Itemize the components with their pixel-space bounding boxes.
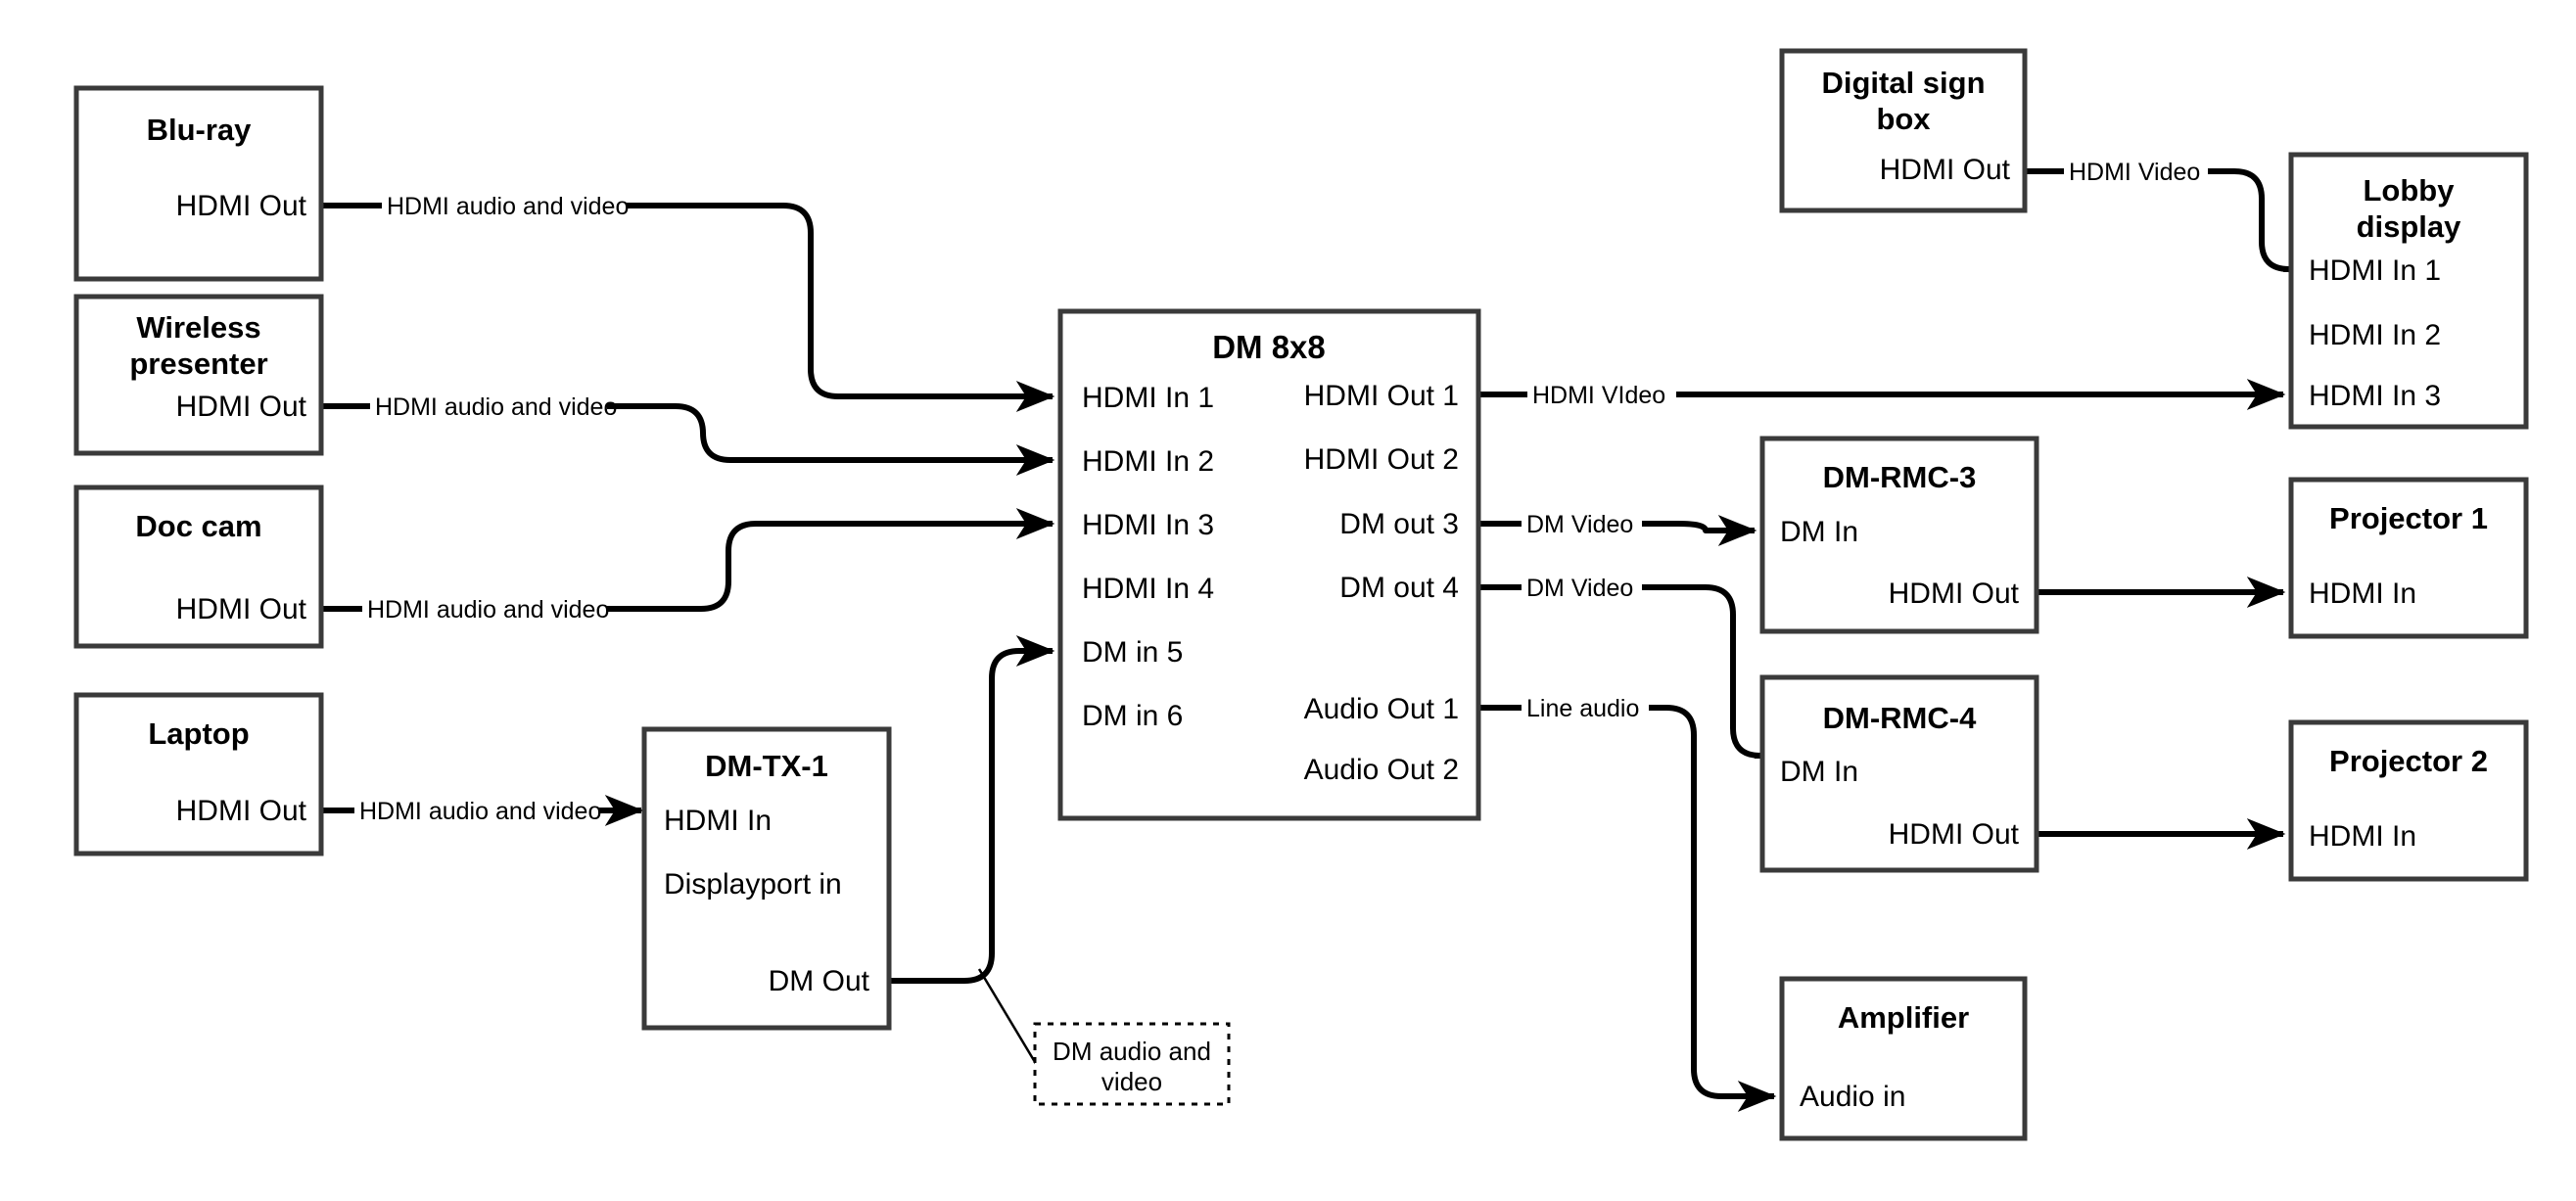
node-dm8x8-input-hdmi-in-2: HDMI In 2 [1082, 445, 1214, 478]
wire-bluray-to-hdmi-in-1 [321, 203, 1053, 396]
node-bluray[interactable]: Blu-ray HDMI Out [73, 85, 324, 282]
wire-audio-out-1-to-amplifier [1478, 705, 1774, 1096]
node-lobby-port-hdmi-in-2: HDMI In 2 [2309, 319, 2441, 351]
node-dm8x8-output-hdmi-out-1: HDMI Out 1 [1304, 380, 1459, 412]
node-bluray-port-hdmi-out: HDMI Out [176, 190, 307, 222]
node-dm8x8-output-audio-out-1: Audio Out 1 [1304, 693, 1459, 725]
node-laptop[interactable]: Laptop HDMI Out [73, 692, 324, 856]
node-dmrmc3-port-dm-in: DM In [1780, 516, 1858, 548]
edge-label-doccam: HDMI audio and video [367, 596, 609, 624]
node-doccam-port-hdmi-out: HDMI Out [176, 593, 307, 625]
node-lobby-title-line2: display [2357, 209, 2462, 244]
node-digital-sign-box[interactable]: Digital sign box HDMI Out [1779, 48, 2028, 213]
node-dmtx1-port-displayport-in: Displayport in [664, 868, 842, 901]
edge-label-hdmi-video-out1: HDMI VIdeo [1532, 382, 1665, 409]
node-amplifier[interactable]: Amplifier Audio in [1779, 976, 2028, 1141]
node-dm8x8-output-dm-out-3: DM out 3 [1339, 508, 1459, 540]
node-digitalsign-title-line2: box [1876, 102, 1931, 136]
node-wireless-title-line2: presenter [129, 346, 267, 381]
callout-text-line2: video [1101, 1067, 1162, 1096]
callout-text-line1: DM audio and [1053, 1037, 1211, 1066]
node-dmrmc4-title: DM-RMC-4 [1823, 701, 1977, 735]
node-dm-rmc-3[interactable]: DM-RMC-3 DM In HDMI Out [1759, 436, 2039, 634]
wire-doccam-to-hdmi-in-3 [321, 524, 1053, 612]
node-lobby-title-line1: Lobby [2364, 173, 2456, 208]
node-dm8x8-input-dm-in-6: DM in 6 [1082, 700, 1183, 732]
node-lobby-port-hdmi-in-3: HDMI In 3 [2309, 380, 2441, 412]
node-dm8x8-title: DM 8x8 [1212, 329, 1326, 365]
node-dmrmc4-port-hdmi-out: HDMI Out [1889, 818, 2020, 851]
wire-dm-out-3-to-rmc3-dm-in [1478, 524, 1755, 531]
wire-dm-out-4-to-rmc4-dm-in [1478, 584, 1760, 756]
node-dm-rmc-4[interactable]: DM-RMC-4 DM In HDMI Out [1759, 674, 2039, 873]
edge-label-laptop: HDMI audio and video [359, 798, 601, 825]
edge-label-dm-video-3: DM Video [1526, 511, 1633, 538]
node-dmrmc3-port-hdmi-out: HDMI Out [1889, 577, 2020, 610]
node-doc-cam[interactable]: Doc cam HDMI Out [73, 485, 324, 649]
node-dm8x8-output-hdmi-out-2: HDMI Out 2 [1304, 443, 1459, 476]
node-projector1-title: Projector 1 [2329, 501, 2488, 535]
node-lobby-port-hdmi-in-1: HDMI In 1 [2309, 254, 2441, 287]
node-dm-8x8[interactable]: DM 8x8 HDMI In 1 HDMI In 2 HDMI In 3 HDM… [1057, 308, 1481, 821]
node-dm8x8-input-dm-in-5: DM in 5 [1082, 636, 1183, 669]
node-projector2-port-hdmi-in: HDMI In [2309, 820, 2416, 853]
callout-dm-audio-and-video: DM audio and video [1033, 1022, 1231, 1106]
node-dm8x8-input-hdmi-in-4: HDMI In 4 [1082, 573, 1214, 605]
node-doccam-title: Doc cam [135, 509, 261, 543]
wire-digitalsign-to-lobby-hdmi-in-1 [2025, 168, 2289, 269]
node-wireless-port-hdmi-out: HDMI Out [176, 391, 307, 423]
node-dm8x8-input-hdmi-in-3: HDMI In 3 [1082, 509, 1214, 541]
node-dmtx1-title: DM-TX-1 [705, 749, 828, 783]
edge-label-line-audio: Line audio [1526, 695, 1639, 722]
node-dm-tx-1[interactable]: DM-TX-1 HDMI In Displayport in DM Out [641, 726, 892, 1031]
node-digitalsign-title-line1: Digital sign [1821, 66, 1985, 100]
node-dmtx1-port-hdmi-in: HDMI In [664, 805, 772, 837]
node-digitalsign-port-hdmi-out: HDMI Out [1880, 154, 2011, 186]
node-bluray-title: Blu-ray [147, 113, 253, 147]
node-projector-2[interactable]: Projector 2 HDMI In [2288, 719, 2529, 882]
node-dmtx1-port-dm-out: DM Out [769, 965, 870, 997]
edge-label-wireless: HDMI audio and video [375, 393, 617, 421]
node-laptop-port-hdmi-out: HDMI Out [176, 795, 307, 827]
node-dm8x8-input-hdmi-in-1: HDMI In 1 [1082, 382, 1214, 414]
node-laptop-title: Laptop [148, 716, 249, 751]
node-amplifier-port-audio-in: Audio in [1800, 1081, 1905, 1113]
node-dm8x8-output-audio-out-2: Audio Out 2 [1304, 754, 1459, 786]
wire-wireless-to-hdmi-in-2 [321, 403, 1053, 460]
node-dmrmc3-title: DM-RMC-3 [1823, 460, 1977, 494]
edge-label-dm-video-4: DM Video [1526, 575, 1633, 602]
node-dmrmc4-port-dm-in: DM In [1780, 756, 1858, 788]
node-wireless-title-line1: Wireless [136, 310, 260, 345]
callout-leader-line [977, 968, 1040, 1068]
node-amplifier-title: Amplifier [1838, 1000, 1969, 1035]
edge-label-hdmi-video-sign: HDMI Video [2069, 159, 2200, 186]
node-lobby-display[interactable]: Lobby display HDMI In 1 HDMI In 2 HDMI I… [2288, 152, 2529, 430]
node-wireless-presenter[interactable]: Wireless presenter HDMI Out [73, 294, 324, 456]
node-projector2-title: Projector 2 [2329, 744, 2488, 778]
wire-dmtx1-to-dm-in-5 [889, 635, 1055, 984]
node-dm8x8-output-dm-out-4: DM out 4 [1339, 572, 1459, 604]
node-projector1-port-hdmi-in: HDMI In [2309, 577, 2416, 610]
node-projector-1[interactable]: Projector 1 HDMI In [2288, 477, 2529, 639]
edge-label-bluray: HDMI audio and video [387, 193, 629, 220]
